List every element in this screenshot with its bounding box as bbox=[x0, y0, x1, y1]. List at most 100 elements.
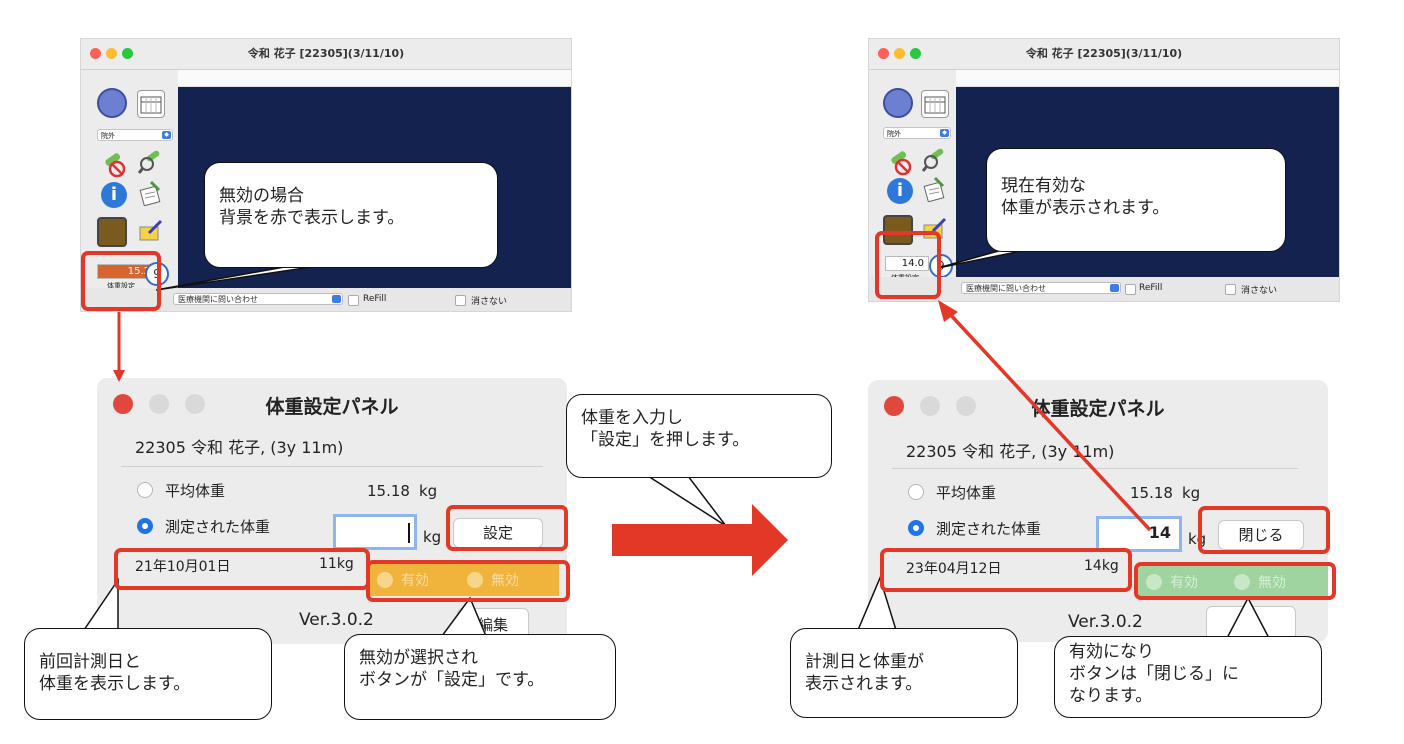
minimize-button[interactable] bbox=[106, 48, 117, 59]
app-logo-icon[interactable] bbox=[97, 88, 127, 118]
callout-line: 前回計測日と bbox=[39, 652, 141, 672]
no-drug-icon[interactable] bbox=[101, 152, 127, 178]
keep-checkbox[interactable] bbox=[1225, 284, 1236, 295]
location-select-value: 院外 bbox=[887, 130, 901, 138]
left-app-titlebar: 令和 花子 [22305](3/11/10) bbox=[81, 39, 571, 70]
drug-search-icon[interactable] bbox=[137, 150, 163, 176]
last-measure-weight: 14kg bbox=[1084, 558, 1119, 574]
bottom-bar: 医療機関に問い合わせ ReFill 消さない bbox=[81, 288, 571, 311]
app-logo-icon[interactable] bbox=[883, 88, 913, 118]
average-weight-radio[interactable] bbox=[908, 484, 924, 500]
chevron-updown-icon: ◆ bbox=[940, 129, 949, 137]
average-weight-radio[interactable] bbox=[137, 482, 153, 498]
highlight-left-set-button bbox=[446, 505, 568, 551]
bottom-bar: 医療機関に問い合わせ ReFill 消さない bbox=[869, 277, 1339, 301]
minimize-button[interactable] bbox=[149, 394, 169, 414]
callout-line: 無効の場合 bbox=[219, 186, 304, 206]
close-button[interactable] bbox=[90, 48, 101, 59]
edit-icon[interactable] bbox=[137, 217, 163, 243]
calendar-icon[interactable] bbox=[137, 90, 165, 118]
average-weight-label: 平均体重 bbox=[936, 484, 997, 502]
notes-icon[interactable] bbox=[137, 180, 163, 207]
last-measure-date: 23年04月12日 bbox=[906, 561, 1002, 577]
callout-line: なります。 bbox=[1069, 686, 1153, 706]
inquiry-select[interactable]: 医療機関に問い合わせ bbox=[961, 282, 1121, 294]
inquiry-select-value: 医療機関に問い合わせ bbox=[178, 295, 258, 304]
last-measure-date: 21年10月01日 bbox=[135, 559, 231, 575]
notes-icon[interactable] bbox=[921, 176, 947, 203]
header-strip bbox=[956, 70, 1339, 87]
average-weight-label: 平均体重 bbox=[165, 482, 226, 500]
highlight-right-last-measure bbox=[880, 548, 1132, 592]
location-select[interactable]: 院外 ◆ bbox=[883, 127, 951, 139]
valid-label: 有効 bbox=[1170, 575, 1198, 591]
invalid-radio[interactable] bbox=[467, 572, 483, 588]
callout-line: 体重を入力し bbox=[581, 408, 683, 428]
no-drug-icon[interactable] bbox=[887, 150, 913, 176]
invalid-label: 無効 bbox=[491, 573, 519, 589]
keep-label: 消さない bbox=[1241, 286, 1278, 296]
measured-weight-radio[interactable] bbox=[137, 518, 153, 534]
sidebar: 院外◆ i 14.0 体重設定 9 bbox=[869, 70, 956, 301]
close-button[interactable] bbox=[878, 48, 889, 59]
minimize-button[interactable] bbox=[920, 396, 940, 416]
zoom-button[interactable] bbox=[122, 48, 133, 59]
family-icon[interactable] bbox=[883, 215, 913, 245]
last-measure-weight: 11kg bbox=[319, 556, 354, 572]
callout-line: 無効が選択され bbox=[359, 648, 478, 668]
valid-radio[interactable] bbox=[377, 572, 393, 588]
big-right-arrow bbox=[612, 504, 788, 576]
panel-title: 体重設定パネル bbox=[1031, 398, 1165, 420]
minimize-button[interactable] bbox=[894, 48, 905, 59]
chevron-updown-icon: ◆ bbox=[162, 131, 171, 139]
close-button[interactable] bbox=[113, 394, 133, 414]
highlight-right-weight bbox=[875, 231, 941, 299]
info-icon[interactable]: i bbox=[101, 182, 127, 208]
patient-info: 22305 令和 花子, (3y 11m) bbox=[135, 438, 344, 457]
callout-previous-measure: 前回計測日と 体重を表示します。 bbox=[24, 628, 272, 720]
weight-input[interactable] bbox=[333, 514, 417, 550]
validity-status-bar: 有効 無効 bbox=[1138, 566, 1328, 598]
measured-weight-radio[interactable] bbox=[908, 520, 924, 536]
inquiry-select[interactable]: 医療機関に問い合わせ bbox=[173, 293, 343, 305]
invalid-radio[interactable] bbox=[1234, 574, 1250, 590]
average-weight-unit: kg bbox=[1182, 484, 1201, 502]
zoom-button[interactable] bbox=[185, 394, 205, 414]
weight-setting-label: 体重設定 bbox=[107, 282, 135, 290]
callout-current-valid: 現在有効な 体重が表示されます。 bbox=[986, 148, 1286, 252]
validity-status-bar: 有効 無効 bbox=[369, 564, 559, 596]
info-icon[interactable]: i bbox=[887, 178, 913, 204]
zoom-button[interactable] bbox=[956, 396, 976, 416]
weight-input[interactable]: 14 bbox=[1096, 516, 1182, 552]
right-app-titlebar: 令和 花子 [22305](3/11/10) bbox=[869, 39, 1339, 70]
close-panel-button[interactable]: 閉じる bbox=[1218, 520, 1304, 550]
invalid-label: 無効 bbox=[1258, 575, 1286, 591]
callout-enter-weight: 体重を入力し 「設定」を押します。 bbox=[566, 394, 832, 478]
callout-invalid-selected: 無効が選択され ボタンが「設定」です。 bbox=[344, 634, 616, 720]
callout-measured-shown: 計測日と体重が 表示されます。 bbox=[790, 628, 1018, 718]
zoom-button[interactable] bbox=[910, 48, 921, 59]
valid-radio[interactable] bbox=[1146, 574, 1162, 590]
location-select[interactable]: 院外◆ bbox=[97, 129, 173, 141]
diagonal-arrow-head bbox=[938, 300, 958, 322]
refill-checkbox[interactable] bbox=[1125, 284, 1136, 295]
average-weight-unit: kg bbox=[419, 482, 438, 500]
divider bbox=[121, 466, 543, 467]
highlight-left-status bbox=[366, 560, 570, 602]
refill-checkbox[interactable] bbox=[348, 295, 359, 306]
keep-label: 消さない bbox=[471, 297, 508, 307]
callout-tail bbox=[82, 577, 119, 631]
family-icon[interactable] bbox=[97, 217, 127, 247]
weight-display[interactable]: 14.0 bbox=[885, 256, 929, 271]
drug-search-icon[interactable] bbox=[921, 148, 947, 174]
callout-line: 背景を赤で表示します。 bbox=[219, 208, 405, 228]
close-button[interactable] bbox=[884, 396, 904, 416]
inquiry-select-value: 医療機関に問い合わせ bbox=[966, 284, 1046, 293]
callout-line: ボタンが「設定」です。 bbox=[359, 670, 545, 690]
input-unit: kg bbox=[423, 528, 442, 546]
callout-invalid-background: 無効の場合 背景を赤で表示します。 bbox=[204, 162, 498, 268]
keep-checkbox[interactable] bbox=[455, 295, 466, 306]
set-button[interactable]: 設定 bbox=[453, 518, 543, 548]
calendar-icon[interactable] bbox=[921, 90, 949, 118]
